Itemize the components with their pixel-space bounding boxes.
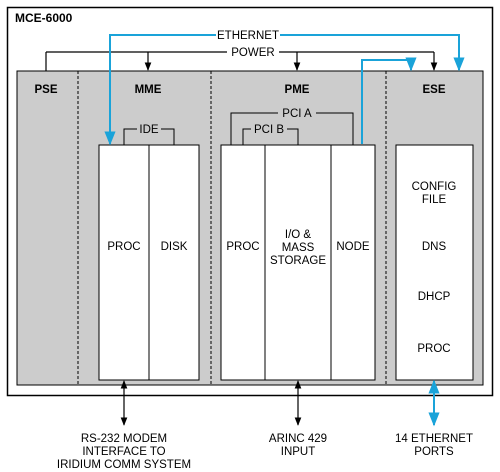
- ese-board: [395, 144, 474, 381]
- ethernet-label: ETHERNET: [217, 30, 279, 42]
- mme-disk-label: DISK: [161, 241, 188, 253]
- ese-proc-label: PROC: [417, 343, 450, 355]
- pme-io-label-1: I/O &: [285, 229, 312, 241]
- pme-io-label-3: STORAGE: [270, 255, 326, 267]
- arinc-label-2: INPUT: [281, 446, 316, 458]
- ethernet-ports-label-2: PORTS: [414, 446, 454, 458]
- ethernet-label-bg: [216, 28, 280, 42]
- power-label-bg: [227, 45, 279, 59]
- pci-b-label: PCI B: [254, 124, 284, 136]
- rs232-label-2: INTERFACE TO: [82, 446, 165, 458]
- diagram-title: MCE-6000: [15, 11, 73, 25]
- ese-dns-label: DNS: [422, 241, 447, 253]
- mme-proc-label: PROC: [107, 241, 140, 253]
- arinc-label-1: ARINC 429: [269, 433, 327, 445]
- module-label-ese: ESE: [422, 84, 445, 96]
- module-label-pme: PME: [285, 84, 310, 96]
- ese-config-label-2: FILE: [422, 194, 447, 206]
- pme-node-label: NODE: [336, 241, 370, 253]
- pme-proc-label: PROC: [226, 241, 259, 253]
- ese-dhcp-label: DHCP: [418, 291, 451, 303]
- module-label-pse: PSE: [34, 84, 57, 96]
- pme-board: [220, 144, 376, 381]
- rs232-label-3: IRIDIUM COMM SYSTEM: [57, 459, 191, 471]
- ide-label: IDE: [139, 124, 159, 136]
- module-label-mme: MME: [135, 84, 162, 96]
- ese-config-label-1: CONFIG: [412, 181, 457, 193]
- ethernet-bus: [104, 34, 465, 146]
- pci-a-label: PCI A: [282, 108, 312, 120]
- power-label: POWER: [231, 47, 274, 59]
- rs232-label-1: RS-232 MODEM: [81, 433, 167, 445]
- ethernet-ports-label-1: 14 ETHERNET: [395, 433, 473, 445]
- pme-io-label-2: MASS: [282, 242, 315, 254]
- node-ese-ethernet-link: [361, 57, 417, 144]
